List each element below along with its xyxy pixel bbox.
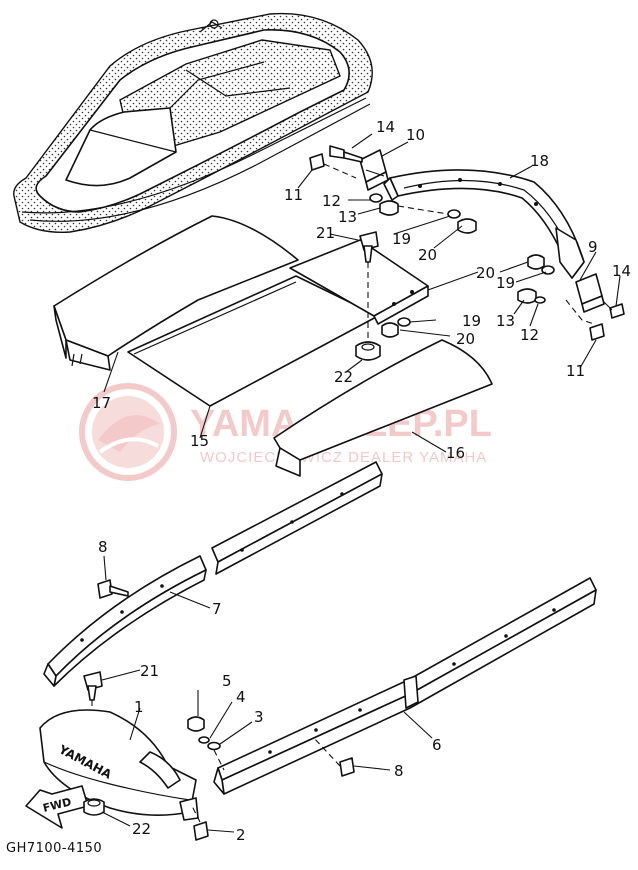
hardware-5-4-3 [187, 716, 225, 771]
label-11-right: 11 [566, 362, 585, 380]
part-8-screw-top [97, 579, 129, 599]
label-12-right: 12 [520, 326, 539, 344]
label-22-bottom: 22 [132, 820, 151, 838]
hardware-left-cluster [309, 153, 477, 234]
watercraft-overview [13, 12, 373, 233]
part-7-rail [43, 461, 383, 687]
label-1: 1 [134, 698, 144, 716]
label-17: 17 [92, 394, 111, 412]
label-3: 3 [254, 708, 264, 726]
hardware-right-cluster [517, 254, 625, 341]
label-4: 4 [236, 688, 246, 706]
label-7: 7 [212, 600, 222, 618]
part-17-mat [53, 215, 299, 371]
label-20-right: 20 [476, 264, 495, 282]
part-8-screw-bottom [313, 737, 355, 777]
label-16: 16 [446, 444, 465, 462]
diagram-code: GH7100-4150 [6, 841, 102, 856]
label-18: 18 [530, 152, 549, 170]
part-number-labels: 14 10 11 12 13 18 21 19 20 9 20 19 14 13… [92, 118, 631, 844]
part-6-rail [213, 577, 597, 795]
label-22-top: 22 [334, 368, 353, 386]
label-21-bottom: 21 [140, 662, 159, 680]
label-14-top: 14 [376, 118, 395, 136]
part-21-clip-top [355, 231, 381, 361]
label-13-left: 13 [338, 208, 357, 226]
label-19-top: 19 [392, 230, 411, 248]
label-2: 2 [236, 826, 246, 844]
label-13-right: 13 [496, 312, 515, 330]
leader-lines [101, 133, 621, 833]
label-14-right: 14 [612, 262, 631, 280]
label-19-mid: 19 [462, 312, 481, 330]
label-11-left: 11 [284, 186, 303, 204]
label-6: 6 [432, 736, 442, 754]
part-22-nut-bottom [83, 798, 105, 816]
part-16-cover [273, 339, 493, 477]
label-9: 9 [588, 238, 598, 256]
label-5: 5 [222, 672, 232, 690]
mounting-plate [289, 239, 479, 325]
label-12-left: 12 [322, 192, 341, 210]
hardware-mid-cluster [381, 317, 411, 338]
label-8-bottom: 8 [394, 762, 404, 780]
part-2-screw [191, 805, 209, 841]
watermark-dealer: WOJCIECHOWICZ DEALER YAMAHA [200, 449, 487, 466]
label-21-top: 21 [316, 224, 335, 242]
label-19-right: 19 [496, 274, 515, 292]
label-8-top: 8 [98, 538, 108, 556]
fwd-arrow-icon: FWD [25, 785, 89, 829]
label-10: 10 [406, 126, 425, 144]
label-20-top: 20 [418, 246, 437, 264]
watermark-logo-icon [79, 383, 177, 481]
part-10-bracket [329, 145, 389, 191]
part-18-rail [383, 169, 585, 279]
label-15: 15 [190, 432, 209, 450]
label-20-mid: 20 [456, 330, 475, 348]
